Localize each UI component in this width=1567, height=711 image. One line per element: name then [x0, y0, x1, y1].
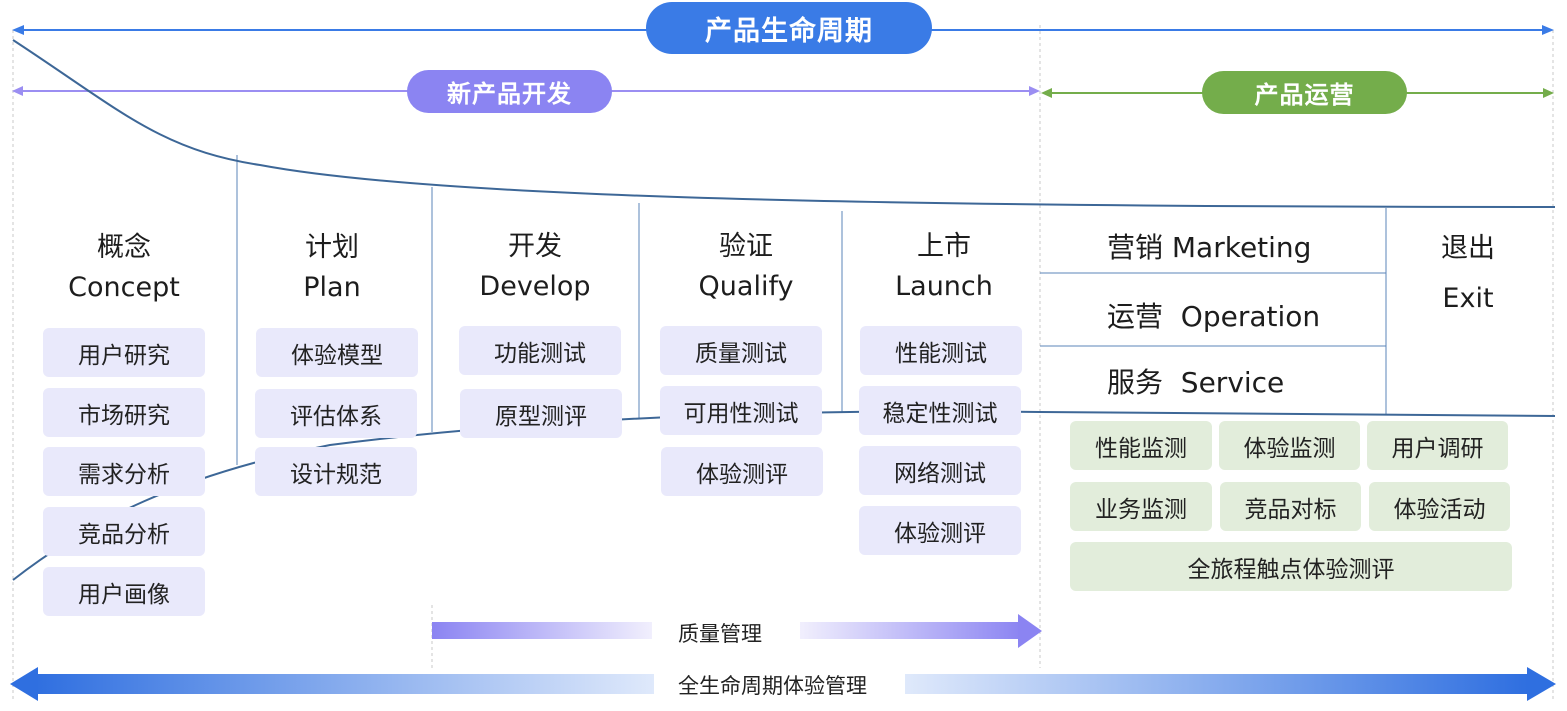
operation-pill: 产品运营: [1202, 71, 1407, 114]
stage-launch-en: Launch: [895, 271, 993, 302]
operation-item: 性能监测: [1070, 421, 1212, 470]
row-marketing: 营销 Marketing: [1107, 231, 1312, 264]
develop-item: 原型测评: [460, 389, 622, 438]
stage-plan: 计划 Plan: [252, 228, 412, 308]
lifecycle-pill: 产品生命周期: [646, 2, 932, 54]
plan-item: 评估体系: [255, 389, 417, 438]
operation-item: 体验监测: [1219, 421, 1360, 470]
stage-develop-cn: 开发: [508, 231, 562, 262]
concept-item: 用户画像: [43, 567, 205, 616]
qualify-item: 可用性测试: [660, 386, 822, 435]
stage-launch-cn: 上市: [917, 231, 971, 262]
stage-concept-en: Concept: [68, 272, 180, 303]
stage-concept-cn: 概念: [97, 232, 151, 263]
concept-item: 需求分析: [43, 447, 205, 496]
qualify-item: 质量测试: [660, 326, 822, 375]
launch-item: 网络测试: [859, 446, 1021, 495]
operation-item: 用户调研: [1367, 421, 1508, 470]
stage-develop: 开发 Develop: [455, 227, 615, 307]
launch-item: 稳定性测试: [859, 386, 1021, 435]
operation-item-wide: 全旅程触点体验测评: [1070, 542, 1512, 591]
lifecycle-mgmt-arrow: [10, 667, 1556, 701]
stage-dividers: [236, 155, 1387, 465]
plan-item: 体验模型: [256, 328, 418, 377]
stage-qualify: 验证 Qualify: [666, 227, 826, 307]
stage-develop-en: Develop: [479, 271, 591, 302]
stage-exit-en: Exit: [1442, 283, 1494, 314]
stage-plan-en: Plan: [303, 272, 361, 303]
row-operation: 运营 Operation: [1107, 300, 1321, 333]
launch-item: 性能测试: [860, 326, 1022, 375]
develop-item: 功能测试: [459, 326, 621, 375]
operation-item: 业务监测: [1070, 482, 1212, 531]
stage-qualify-cn: 验证: [719, 231, 773, 262]
quality-label: 质量管理: [678, 618, 762, 648]
stage-plan-cn: 计划: [305, 232, 359, 263]
operation-item: 体验活动: [1369, 482, 1510, 531]
stage-concept: 概念 Concept: [44, 228, 204, 308]
row-service: 服务 Service: [1107, 366, 1285, 399]
cost-curve: [12, 39, 1556, 208]
stage-launch: 上市 Launch: [864, 227, 1024, 307]
stage-qualify-en: Qualify: [698, 271, 794, 302]
operation-item: 竞品对标: [1220, 482, 1361, 531]
launch-item: 体验测评: [859, 506, 1021, 555]
new-product-pill: 新产品开发: [407, 70, 612, 113]
stage-exit-cn: 退出: [1441, 233, 1495, 264]
concept-item: 用户研究: [43, 328, 205, 377]
concept-item: 市场研究: [43, 388, 205, 437]
plan-item: 设计规范: [255, 447, 417, 496]
qualify-item: 体验测评: [661, 447, 823, 496]
quality-arrow: [432, 614, 1042, 648]
concept-item: 竞品分析: [43, 507, 205, 556]
stage-exit: 退出 Exit: [1400, 224, 1536, 324]
lifecycle-mgmt-label: 全生命周期体验管理: [678, 670, 867, 700]
